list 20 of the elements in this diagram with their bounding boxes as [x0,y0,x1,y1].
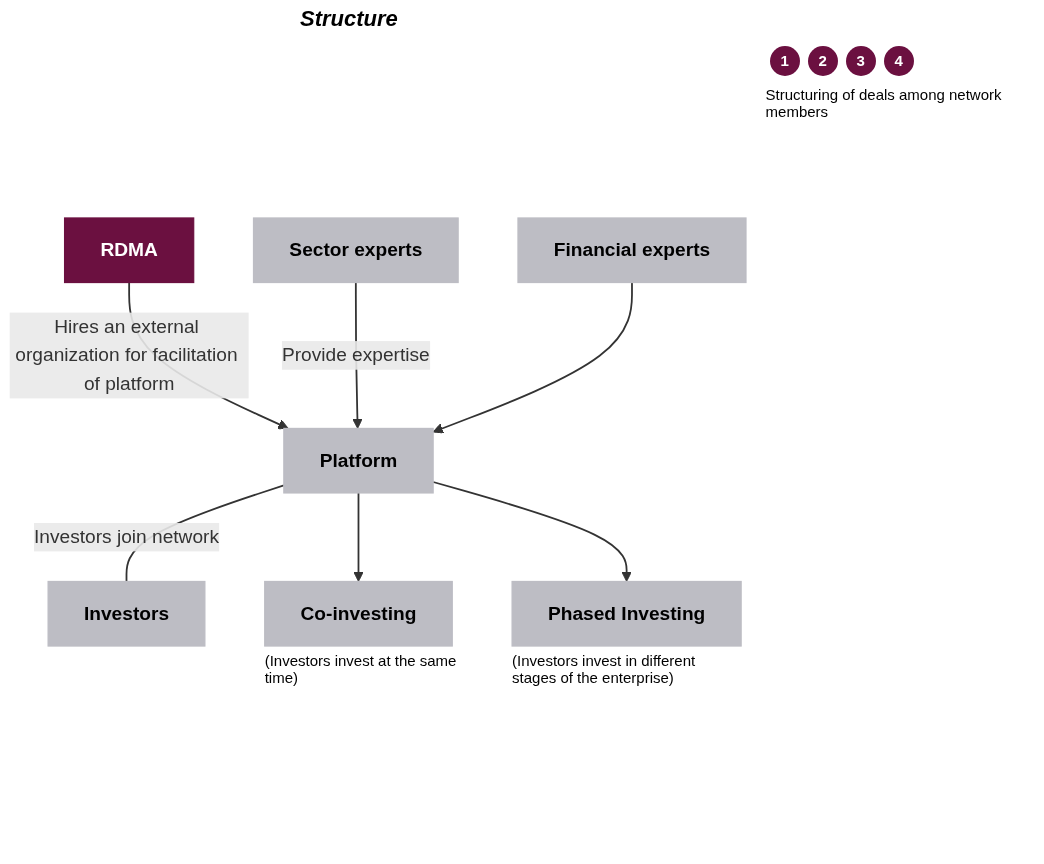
node-box: RDMA [63,217,195,284]
edge-label: Hires an external organization for facilitation of platform [15,316,238,394]
callout-number: 3 [845,46,876,76]
arrow [353,492,364,582]
node-box: Sector experts [252,217,459,284]
callout-number: 4 [883,46,914,76]
callout-text: Structuring of deals among network members [765,86,1003,120]
node-box: Financial experts [517,217,747,284]
node-caption: (Investors invest at the same time) [264,652,458,687]
callout-number: 1 [769,46,800,76]
node-box: Investors [47,580,206,647]
arrow [432,281,633,434]
node-box: Platform [283,427,434,494]
node-box: Co-investing [264,580,453,647]
diagram-title: Structure [300,6,399,32]
callout-number: 2 [807,46,838,76]
node-caption: (Investors invest in different stages of the enterprise) [512,652,697,687]
edge-label: Provide expertise [281,344,430,366]
node-box: Phased Investing [511,580,742,647]
edge-label: Investors join network [33,526,219,547]
